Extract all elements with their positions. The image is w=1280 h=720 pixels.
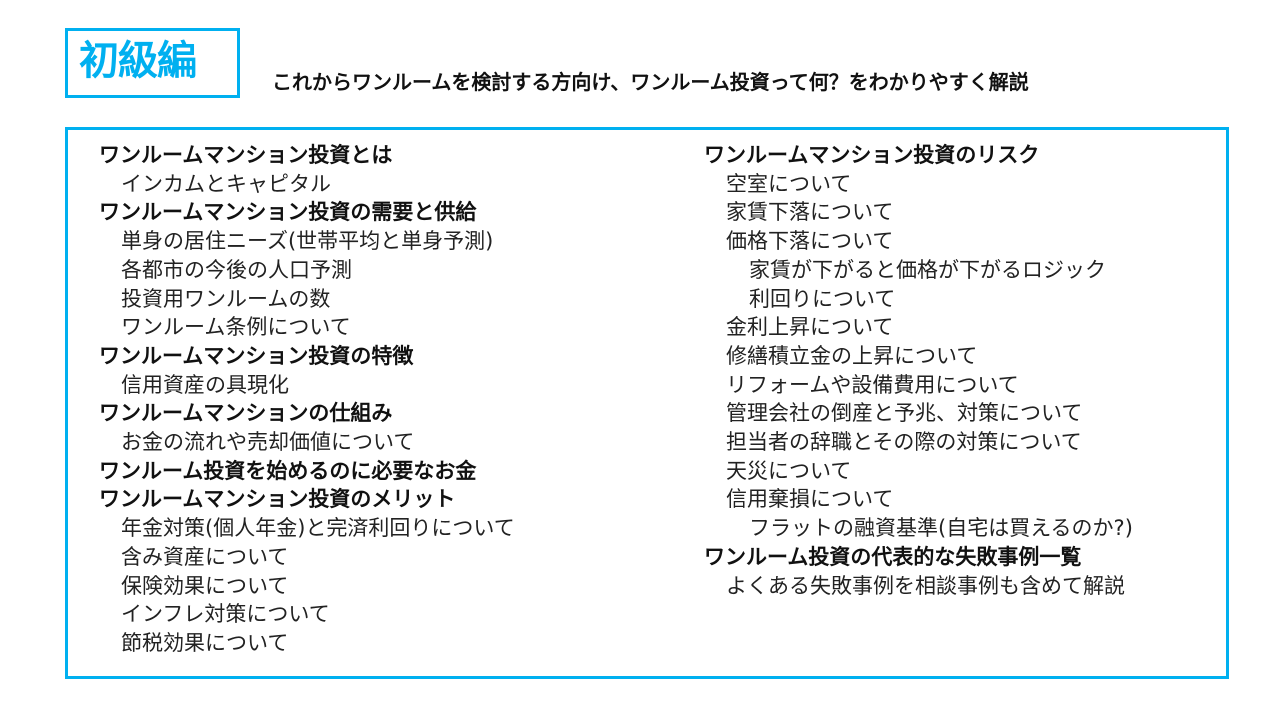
toc-item[interactable]: 含み資産について xyxy=(121,544,289,569)
toc-section-heading[interactable]: ワンルームマンション投資のメリット xyxy=(99,487,456,512)
toc-section-heading[interactable]: ワンルームマンション投資の需要と供給 xyxy=(99,200,477,225)
toc-item[interactable]: 投資用ワンルームの数 xyxy=(121,286,331,311)
table-of-contents: ワンルームマンション投資とはインカムとキャピタルワンルームマンション投資の需要と… xyxy=(65,127,1229,679)
toc-item[interactable]: 天災について xyxy=(726,458,852,483)
toc-item[interactable]: インカムとキャピタル xyxy=(121,171,331,196)
level-badge: 初級編 xyxy=(65,28,240,98)
toc-left-column: ワンルームマンション投資とはインカムとキャピタルワンルームマンション投資の需要と… xyxy=(99,141,515,658)
toc-item[interactable]: 保険効果について xyxy=(121,573,289,598)
toc-right-column: ワンルームマンション投資のリスク空室について家賃下落について価格下落について家賃… xyxy=(704,141,1133,600)
toc-item[interactable]: 節税効果について xyxy=(121,630,289,655)
toc-section-heading[interactable]: ワンルームマンションの仕組み xyxy=(99,401,393,426)
toc-item[interactable]: 空室について xyxy=(726,171,852,196)
toc-section-heading[interactable]: ワンルーム投資の代表的な失敗事例一覧 xyxy=(704,544,1082,569)
toc-item[interactable]: フラットの融資基準(自宅は買えるのか?) xyxy=(749,516,1133,541)
toc-item[interactable]: 金利上昇について xyxy=(726,315,894,340)
toc-item[interactable]: 管理会社の倒産と予兆、対策について xyxy=(726,401,1083,426)
toc-item[interactable]: よくある失敗事例を相談事例も含めて解説 xyxy=(726,573,1125,598)
toc-section-heading[interactable]: ワンルームマンション投資とは xyxy=(99,143,393,167)
toc-item[interactable]: リフォームや設備費用について xyxy=(726,372,1019,397)
toc-item[interactable]: 信用資産の具現化 xyxy=(121,372,289,397)
toc-section-heading[interactable]: ワンルーム投資を始めるのに必要なお金 xyxy=(99,458,477,483)
toc-item[interactable]: お金の流れや売却価値について xyxy=(121,430,415,455)
toc-item[interactable]: 家賃下落について xyxy=(726,200,894,225)
page-subtitle: これからワンルームを検討する方向け、ワンルーム投資って何？をわかりやすく解説 xyxy=(272,70,1029,94)
toc-item[interactable]: 利回りについて xyxy=(749,286,896,311)
level-badge-text: 初級編 xyxy=(79,38,197,84)
toc-item[interactable]: 年金対策(個人年金)と完済利回りについて xyxy=(121,516,515,541)
toc-item[interactable]: 価格下落について xyxy=(726,229,894,254)
toc-item[interactable]: 各都市の今後の人口予測 xyxy=(121,257,352,282)
toc-item[interactable]: ワンルーム条例について xyxy=(121,315,351,340)
toc-item[interactable]: 信用棄損について xyxy=(726,487,894,512)
toc-item[interactable]: 修繕積立金の上昇について xyxy=(726,343,978,368)
toc-item[interactable]: インフレ対策について xyxy=(121,602,330,627)
toc-item[interactable]: 単身の居住ニーズ(世帯平均と単身予測) xyxy=(121,229,494,254)
toc-section-heading[interactable]: ワンルームマンション投資の特徴 xyxy=(99,343,414,368)
toc-item[interactable]: 家賃が下がると価格が下がるロジック xyxy=(749,257,1106,282)
toc-item[interactable]: 担当者の辞職とその際の対策について xyxy=(726,430,1082,455)
toc-section-heading[interactable]: ワンルームマンション投資のリスク xyxy=(704,143,1040,167)
